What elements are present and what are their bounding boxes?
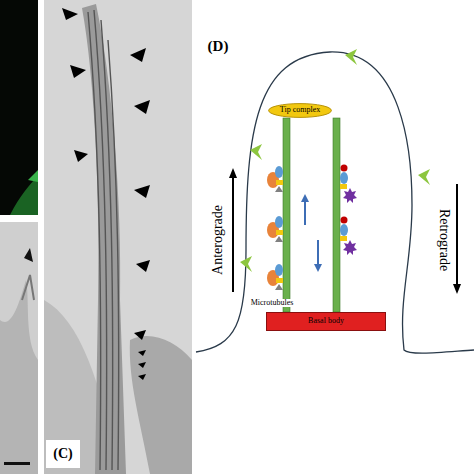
arrowhead-marker [62,8,150,380]
tip-complex: Tip complex [268,103,332,118]
em-texture [130,336,192,474]
cilium-section [82,4,126,474]
panel-label: (D) [208,39,229,54]
em-panel [0,222,38,474]
label-patch [46,440,80,468]
dynein-motor [340,165,357,256]
node-label: Basal body [308,317,344,326]
scale-bar [4,462,30,465]
em-texture [22,275,34,300]
fluorescence-panel [0,0,38,215]
transport-arrow [301,194,322,272]
arrowhead-marker [24,248,33,262]
direction-label: Retrograde [437,209,451,271]
em-texture [0,280,38,474]
node-label: Tip complex [280,106,320,115]
microtubule [333,118,340,312]
microtubule [283,118,290,312]
structure-label: Microtubules [250,299,295,307]
em-panel [44,0,192,474]
basal-body: Basal body [266,312,386,331]
direction-arrow [229,168,461,294]
cilium-membrane [196,52,474,353]
green-signal [28,170,38,182]
panel-label: (C) [53,447,72,461]
kinesin-motor [267,166,283,290]
microtubule-lines [88,10,119,470]
direction-label: Anterograde [211,205,225,275]
